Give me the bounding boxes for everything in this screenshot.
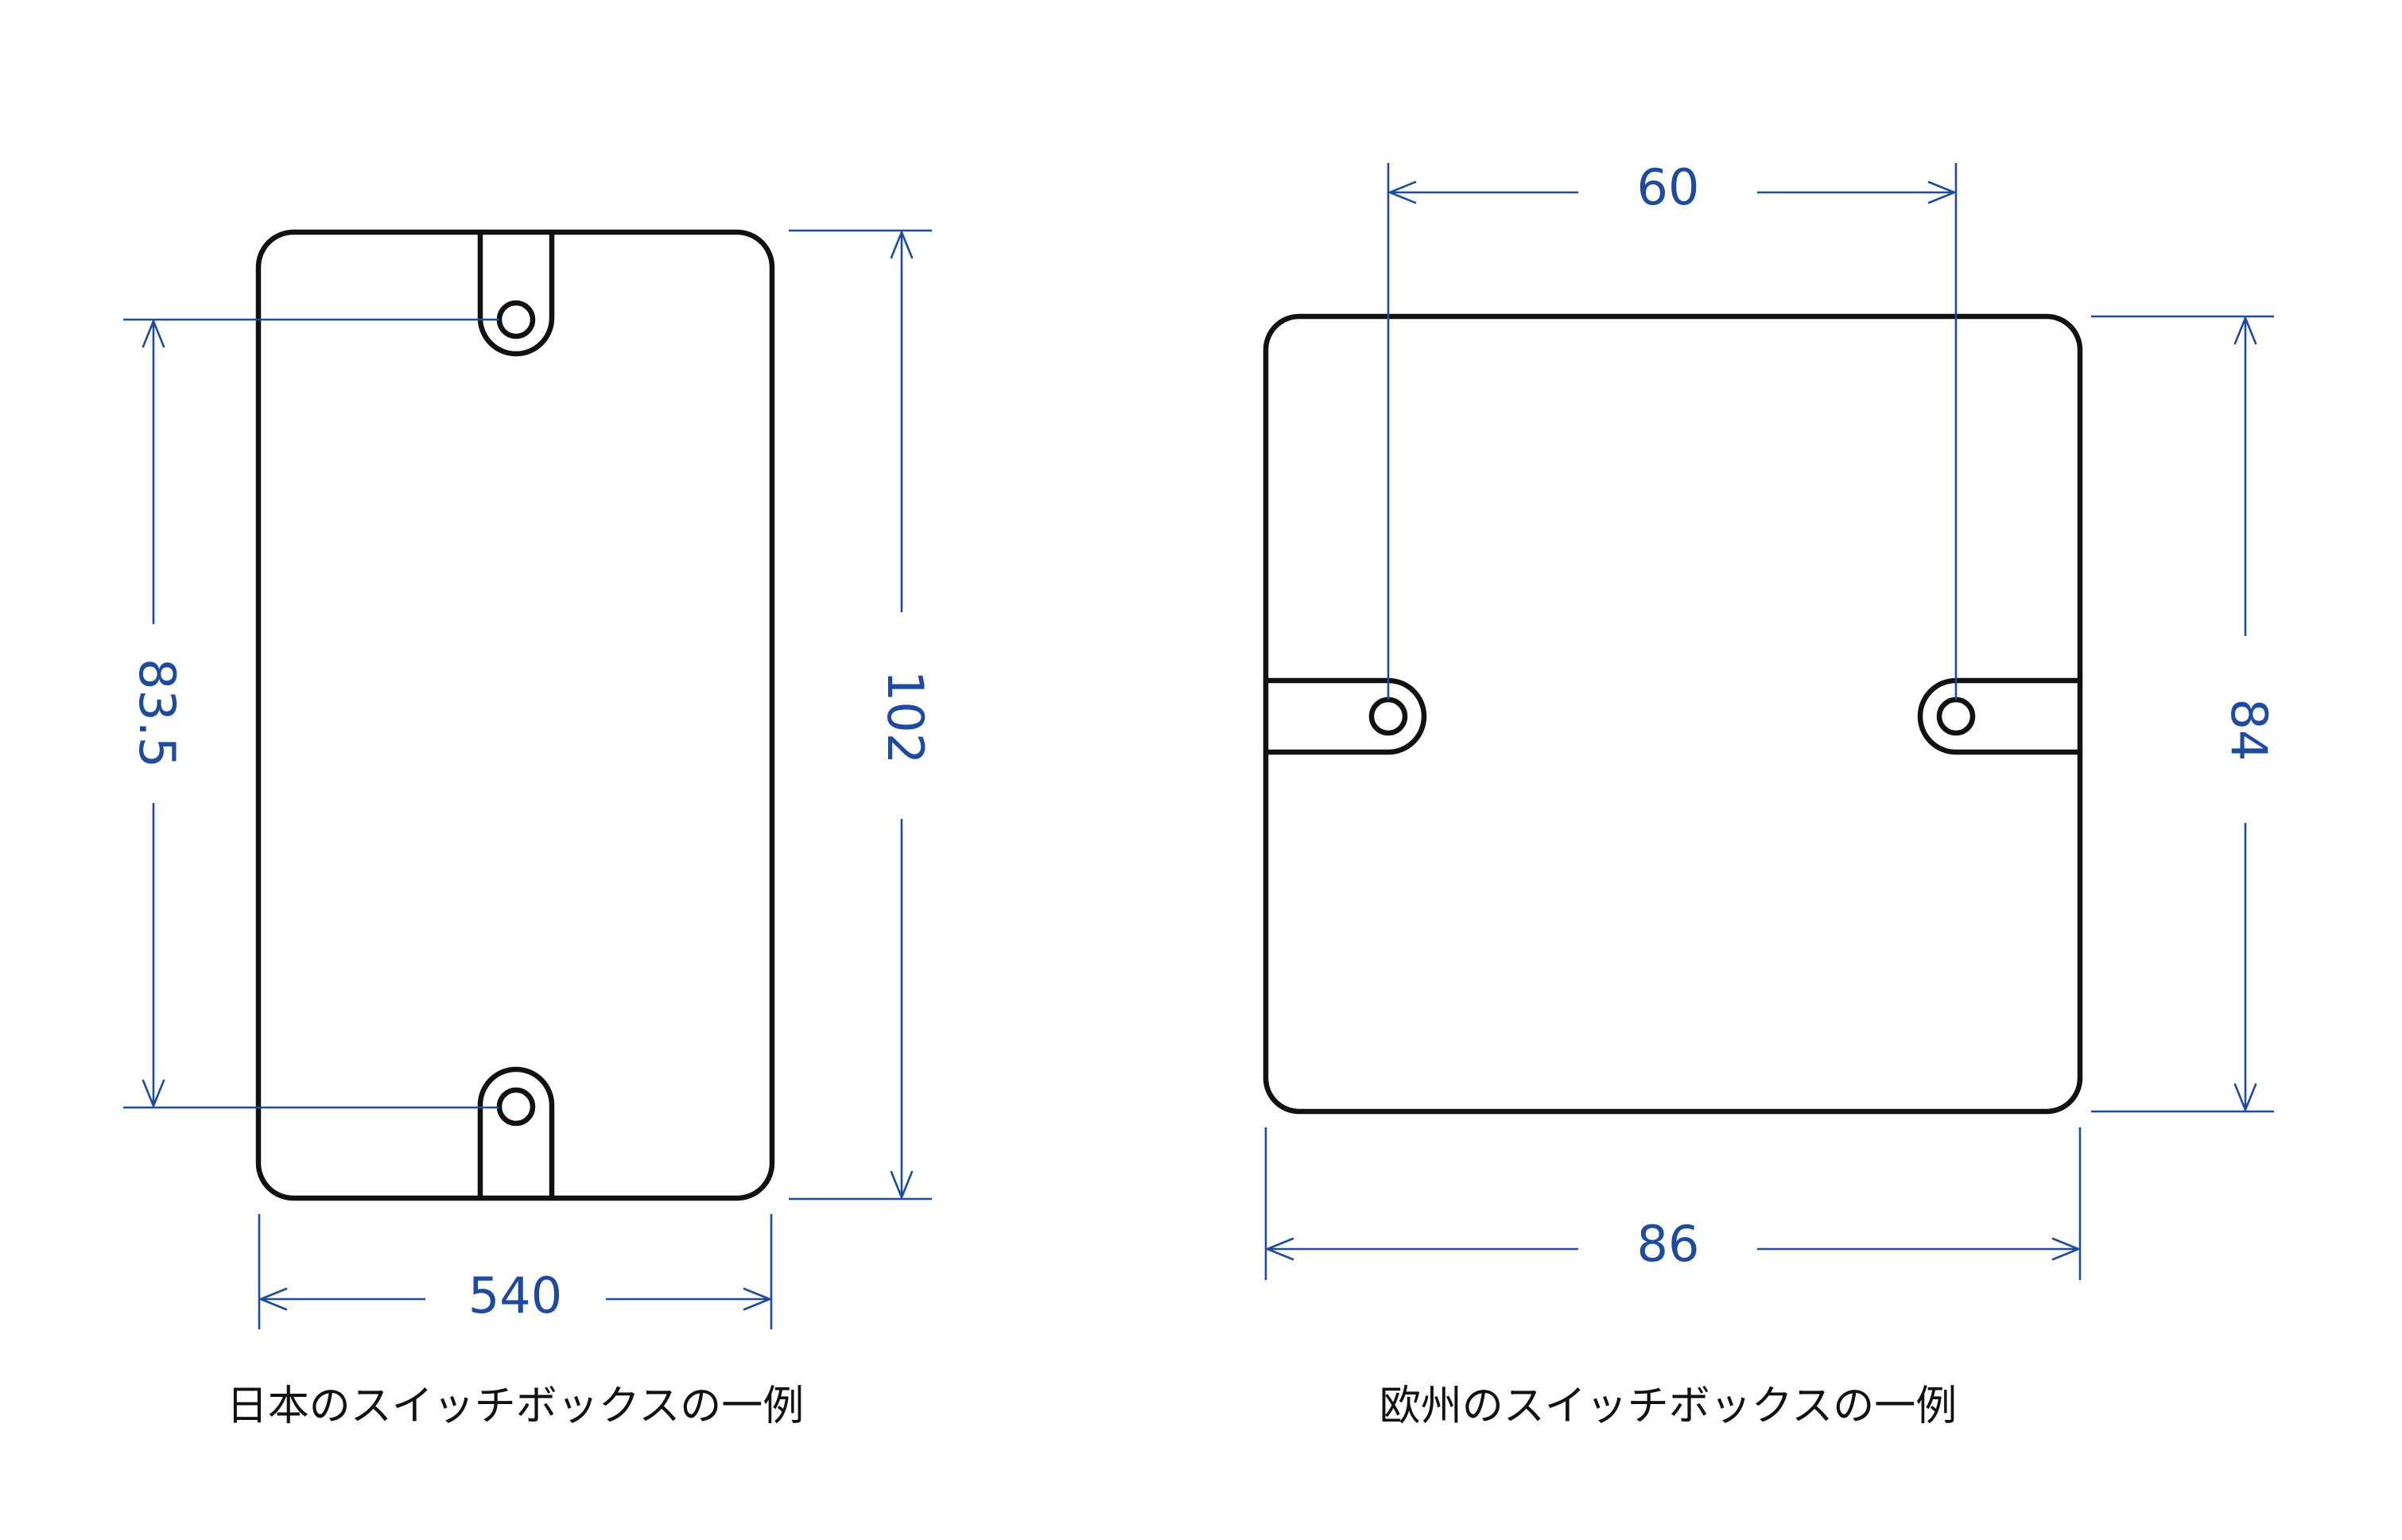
- europe-right-screw-tab: [1917, 677, 2083, 755]
- japan-width-arrow-right: [743, 1287, 771, 1311]
- europe-left-screw-tab: [1263, 677, 1427, 755]
- europe-height-label: 84: [2220, 699, 2278, 762]
- europe-box-drawing: [1263, 313, 2083, 1115]
- japan-height-label: 102: [876, 670, 934, 764]
- japan-bottom-screw-tab: [477, 1066, 555, 1201]
- japan-bottom-screw-hole: [496, 1087, 536, 1127]
- japan-pitch-label: 83.5: [128, 658, 186, 768]
- europe-width-arrow-right: [2051, 1237, 2080, 1261]
- japan-height-arrow-bottom: [890, 1170, 914, 1199]
- europe-width-arrow-left: [1266, 1237, 1294, 1261]
- japan-width-arrow-left: [259, 1287, 288, 1311]
- japan-top-screw-tab: [477, 229, 555, 357]
- europe-height-arrow-top: [2233, 316, 2257, 345]
- japan-pitch-arrow-bottom: [142, 1079, 165, 1107]
- japan-height-arrow-top: [890, 231, 914, 259]
- europe-height-arrow-bottom: [2233, 1083, 2257, 1111]
- europe-right-screw-hole: [1936, 696, 1976, 736]
- europe-pitch-arrow-right: [1927, 180, 1956, 204]
- japan-dimensions: 83.5 102 540: [123, 229, 934, 1329]
- japan-top-screw-hole: [496, 300, 536, 339]
- japan-pitch-arrow-top: [142, 320, 165, 348]
- japan-box-drawing: [255, 229, 775, 1201]
- europe-pitch-arrow-left: [1388, 180, 1417, 204]
- europe-pitch-label: 60: [1637, 158, 1700, 216]
- europe-width-label: 86: [1637, 1215, 1700, 1273]
- japan-caption: 日本のスイッチボックスの一例: [227, 1383, 804, 1430]
- europe-dimensions: 60 84 86: [1264, 158, 2278, 1280]
- europe-caption: 欧州のスイッチボックスの一例: [1380, 1383, 1957, 1430]
- europe-left-screw-hole: [1368, 696, 1408, 736]
- japan-box-outline: [255, 229, 775, 1201]
- japan-width-label: 540: [468, 1267, 562, 1325]
- europe-box-outline: [1263, 313, 2083, 1115]
